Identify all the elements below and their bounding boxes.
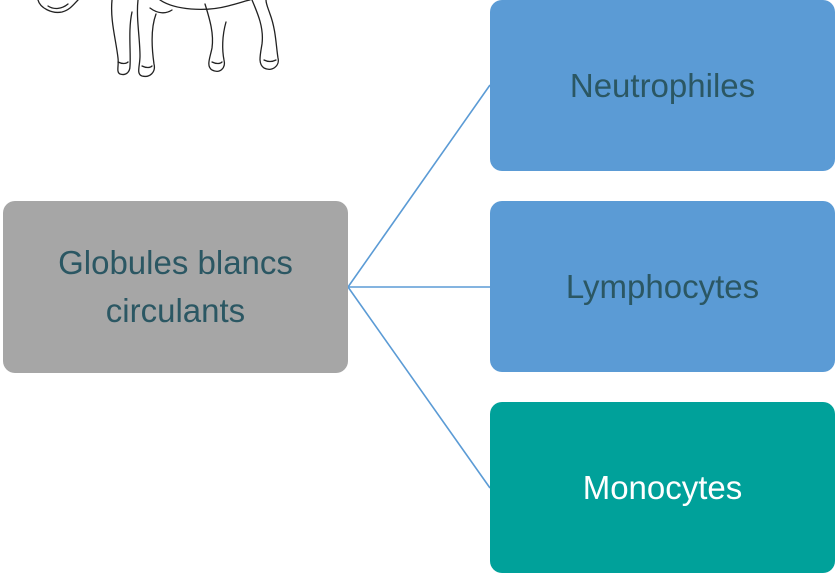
child-node-label: Neutrophiles	[569, 66, 756, 104]
child-node-monocytes: Monocytes	[490, 402, 835, 573]
child-node-label: Monocytes	[582, 468, 743, 506]
child-node-label: Lymphocytes	[565, 267, 760, 305]
connector-line	[347, 84, 491, 288]
child-node-lymphocytes: Lymphocytes	[490, 201, 835, 372]
child-node-neutrophiles: Neutrophiles	[490, 0, 835, 171]
connector-line	[347, 286, 491, 489]
root-node: Globules blancs circulants	[3, 201, 348, 373]
root-node-label: Globules blancs circulants	[58, 244, 293, 329]
animal-line-drawing-icon	[37, 0, 279, 78]
